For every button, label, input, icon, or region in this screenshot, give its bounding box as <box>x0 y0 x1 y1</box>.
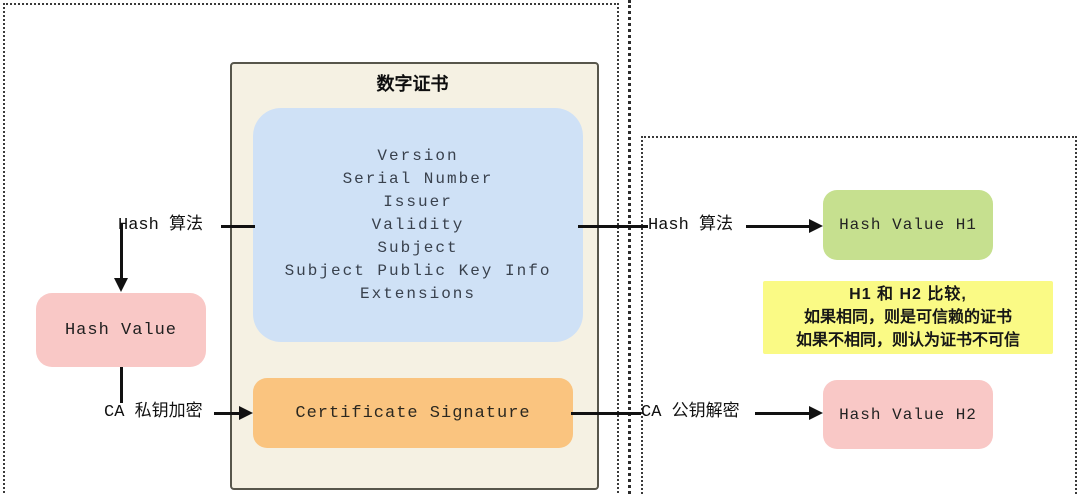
line-hash-algo-to-h1 <box>746 225 810 228</box>
line-hash-algo-down <box>120 224 123 280</box>
arrowhead-to-h2 <box>809 406 823 420</box>
certificate-field-validity: Validity <box>371 215 465 234</box>
hash-algorithm-label-left: Hash 算法 <box>118 216 204 235</box>
certificate-field-subject: Subject <box>377 238 459 257</box>
comparison-note-box: H1 和 H2 比较, 如果相同，则是可信赖的证书 如果不相同，则认为证书不可信 <box>763 281 1053 354</box>
hash-value-h2-label: Hash Value H2 <box>839 405 977 424</box>
certificate-field-serial: Serial Number <box>342 169 494 188</box>
signing-region-dashed-border <box>3 3 619 494</box>
line-content-to-hash-algo-right <box>578 225 648 228</box>
ca-public-key-decrypt-label: CA 公钥解密 <box>641 403 740 422</box>
outer-dashed-divider <box>628 0 631 494</box>
certificate-field-issuer: Issuer <box>383 192 453 211</box>
certificate-content-box: Version Serial Number Issuer Validity Su… <box>253 108 583 342</box>
line-hash-value-down <box>120 367 123 403</box>
hash-value-h1-label: Hash Value H1 <box>839 216 977 234</box>
certificate-signature-label: Certificate Signature <box>295 403 531 423</box>
hash-algorithm-label-right: Hash 算法 <box>648 216 734 235</box>
line-decrypt-to-h2 <box>755 412 810 415</box>
ca-private-key-encrypt-label: CA 私钥加密 <box>104 403 203 422</box>
certificate-field-extensions: Extensions <box>359 284 476 303</box>
hash-value-label: Hash Value <box>64 320 178 340</box>
line-signature-to-decrypt <box>571 412 641 415</box>
line-encrypt-to-signature <box>214 412 240 415</box>
arrowhead-to-h1 <box>809 219 823 233</box>
verification-region-dashed-border <box>641 136 1077 494</box>
certificate-field-version: Version <box>377 146 459 165</box>
arrowhead-to-hash-value <box>114 278 128 292</box>
hash-value-h2-box: Hash Value H2 <box>823 380 993 449</box>
certificate-signature-box: Certificate Signature <box>253 378 573 448</box>
comparison-note-line1: H1 和 H2 比较, <box>849 286 967 303</box>
line-content-to-hash-algo-left <box>221 225 255 228</box>
certificate-title: 数字证书 <box>376 74 449 94</box>
certificate-field-spki: Subject Public Key Info <box>284 261 552 280</box>
comparison-note-line3: 如果不相同，则认为证书不可信 <box>795 332 1020 349</box>
hash-value-box: Hash Value <box>36 293 206 367</box>
comparison-note-line2: 如果相同，则是可信赖的证书 <box>803 309 1012 326</box>
arrowhead-to-signature <box>239 406 253 420</box>
hash-value-h1-box: Hash Value H1 <box>823 190 993 260</box>
